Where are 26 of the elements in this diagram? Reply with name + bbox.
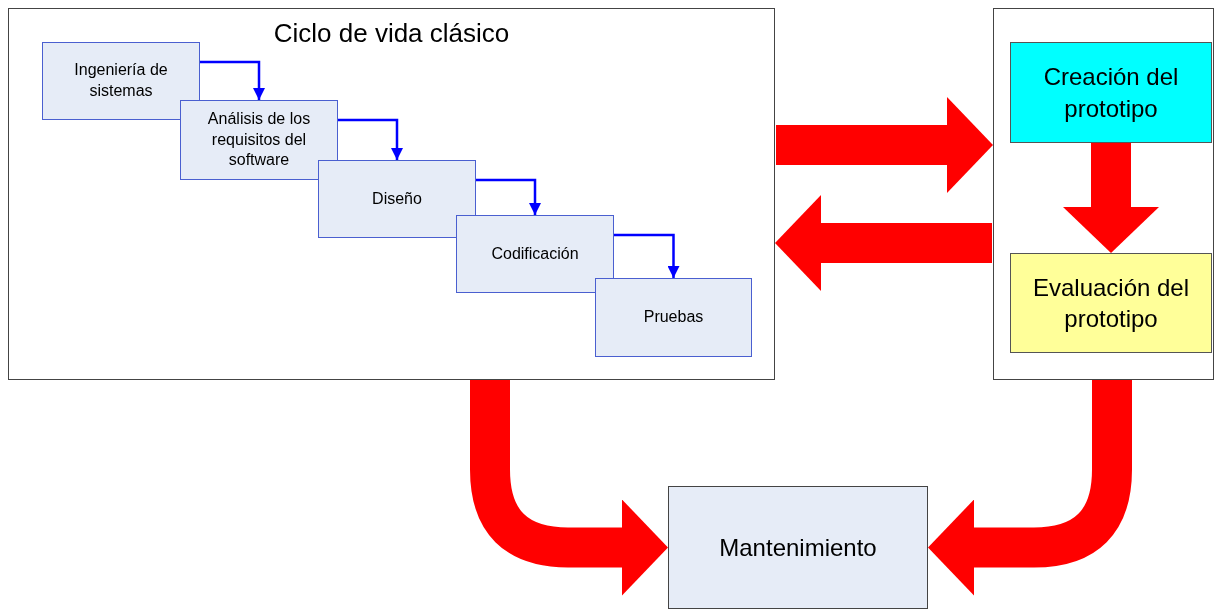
process-box bbox=[42, 42, 200, 120]
box-label: Mantenimiento bbox=[719, 532, 877, 563]
process-box bbox=[180, 100, 338, 180]
container-title: Ciclo de vida clásico bbox=[273, 17, 510, 50]
process-box bbox=[595, 278, 752, 357]
process-box bbox=[318, 160, 476, 238]
process-box bbox=[1010, 42, 1212, 143]
container-box bbox=[993, 8, 1214, 380]
container-box bbox=[8, 8, 775, 380]
process-box bbox=[668, 486, 928, 609]
arrow bbox=[338, 118, 403, 160]
arrow bbox=[476, 178, 541, 215]
box-label: Análisis de los requisitos del software bbox=[206, 108, 312, 171]
arrow bbox=[200, 60, 265, 100]
block-arrow bbox=[1063, 143, 1159, 253]
block-arrow bbox=[776, 97, 993, 193]
block-arrow bbox=[775, 195, 992, 291]
box-label: Diseño bbox=[372, 188, 422, 209]
process-box bbox=[1010, 253, 1212, 353]
box-label: Pruebas bbox=[643, 307, 704, 328]
box-label: Evaluación del prototipo bbox=[1031, 272, 1191, 334]
box-label: Creación del prototipo bbox=[1042, 62, 1180, 124]
arrow bbox=[614, 233, 680, 278]
box-label: Ingeniería de sistemas bbox=[73, 60, 169, 101]
process-box bbox=[456, 215, 614, 293]
box-label: Codificación bbox=[491, 243, 579, 264]
